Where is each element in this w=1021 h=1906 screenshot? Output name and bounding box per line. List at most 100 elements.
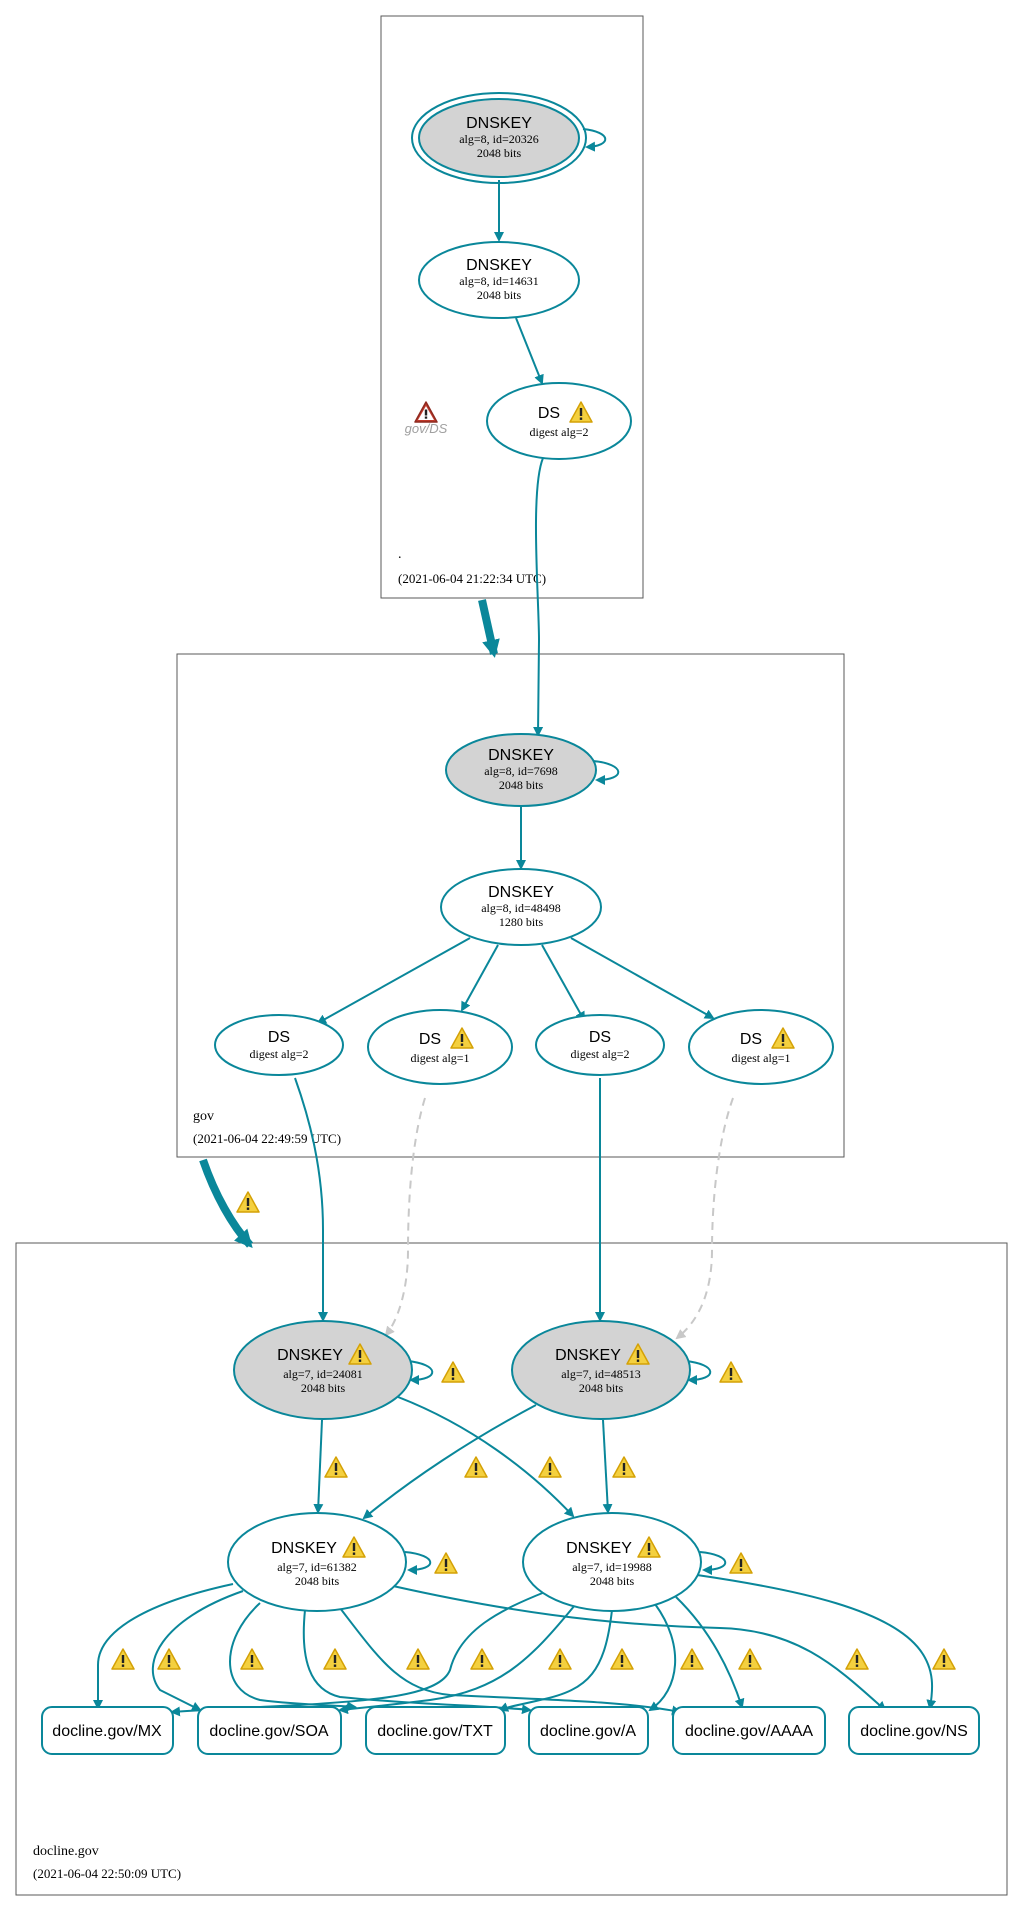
zone-box-root [380, 15, 644, 599]
edge-zsk1-self [404, 1551, 432, 1575]
edge-zsk2-a [648, 1603, 676, 1712]
edge-ksk1-zsk2 [397, 1396, 575, 1518]
edge-zsk1-soa [151, 1590, 244, 1711]
node-root-zsk-line2: 2048 bits [477, 288, 522, 302]
edge-ksk1-self [406, 1360, 434, 1385]
zone-box-gov [176, 653, 845, 1158]
edge-zsk1-mx [93, 1583, 234, 1710]
warning-icon [406, 1648, 430, 1670]
node-gov-ksk-title: DNSKEY [488, 747, 554, 764]
node-root-ksk-outer[interactable] [411, 92, 587, 184]
node-docline-ksk-1-title: DNSKEY [277, 1347, 343, 1364]
rrset-mx-label: docline.gov/MX [52, 1723, 162, 1740]
edge-ksk2-zsk2 [602, 1419, 613, 1514]
warning-icon [845, 1648, 869, 1670]
node-gov-ds-3[interactable] [535, 1014, 665, 1076]
warning-icon [729, 1552, 753, 1574]
zone-timestamp-gov: (2021-06-04 22:49:59 UTC) [193, 1131, 341, 1146]
node-root-zsk[interactable] [418, 241, 580, 319]
zone-name-gov: gov [193, 1109, 214, 1124]
node-gov-ds-1-title: DS [268, 1029, 290, 1046]
zone-timestamp-root: (2021-06-04 21:22:34 UTC) [398, 571, 546, 586]
edge-zsk1-txt [229, 1602, 357, 1712]
rrset-soa[interactable] [197, 1706, 342, 1755]
zone-box-docline [15, 1242, 1008, 1896]
node-root-ds[interactable] [486, 382, 632, 460]
warning-icon [470, 1648, 494, 1670]
warning-icon [236, 1191, 260, 1213]
node-root-zsk-line1: alg=8, id=14631 [459, 274, 539, 288]
edges [93, 128, 937, 1717]
warning-icon [464, 1456, 488, 1478]
node-gov-ds-3-title: DS [589, 1029, 611, 1046]
edge-gov-zsk-ds2 [461, 944, 499, 1012]
edge-gov-ds2-ksk1-dashed [384, 1097, 426, 1337]
node-gov-ds-4-title: DS [740, 1031, 762, 1048]
warning-icon [719, 1361, 743, 1383]
node-docline-zsk-2[interactable] [522, 1512, 702, 1612]
node-gov-ds-2-line1: digest alg=1 [410, 1051, 469, 1065]
node-root-ksk-line2: 2048 bits [477, 146, 522, 160]
node-gov-ksk-line2: 2048 bits [499, 778, 544, 792]
error-icon [414, 401, 438, 423]
node-docline-zsk-1-line2: 2048 bits [295, 1574, 340, 1588]
zone-name-docline: docline.gov [33, 1844, 99, 1859]
delegation-gov-docline [199, 1158, 253, 1248]
warning-icon [240, 1648, 264, 1670]
rrset-txt-label: docline.gov/TXT [377, 1723, 493, 1740]
root-error-label: gov/DS [405, 421, 448, 436]
rrset-soa-label: docline.gov/SOA [209, 1723, 329, 1740]
node-gov-ds-1-line1: digest alg=2 [249, 1047, 308, 1061]
node-docline-zsk-1-title: DNSKEY [271, 1540, 337, 1557]
warning-icon [610, 1648, 634, 1670]
zone-name-root: . [398, 547, 402, 562]
node-docline-ksk-1-line2: 2048 bits [301, 1381, 346, 1395]
node-docline-zsk-1-line1: alg=7, id=61382 [277, 1560, 357, 1574]
edge-zsk2-aaaa [675, 1596, 745, 1709]
node-gov-ds-4[interactable] [688, 1009, 834, 1085]
node-root-ksk[interactable] [418, 98, 580, 178]
node-root-ksk-title: DNSKEY [466, 115, 532, 132]
edge-zsk2-mx [170, 1591, 546, 1717]
node-docline-zsk-1[interactable] [227, 1512, 407, 1612]
node-gov-zsk[interactable] [440, 868, 602, 946]
rrset-aaaa-label: docline.gov/AAAA [685, 1723, 813, 1740]
rrset-aaaa[interactable] [672, 1706, 826, 1755]
edge-gov-ds1-ksk1 [294, 1077, 328, 1322]
node-gov-ksk[interactable] [445, 733, 597, 807]
warning-icon [111, 1648, 135, 1670]
edge-ksk1-zsk1 [313, 1419, 324, 1514]
edge-root-ds-gov-ksk [533, 457, 544, 737]
node-docline-ksk-2-line1: alg=7, id=48513 [561, 1367, 641, 1381]
edge-gov-zsk-ds4 [570, 937, 715, 1019]
node-docline-ksk-2-title: DNSKEY [555, 1347, 621, 1364]
edge-gov-zsk-ds3 [541, 944, 585, 1022]
dashed-edges [384, 1097, 734, 1340]
rrset-ns[interactable] [848, 1706, 980, 1755]
node-gov-ds-1[interactable] [214, 1014, 344, 1076]
edge-root-zsk-ds [515, 317, 544, 385]
node-gov-ds-2[interactable] [367, 1009, 513, 1085]
zone-timestamp-docline: (2021-06-04 22:50:09 UTC) [33, 1866, 181, 1881]
edge-ksk2-zsk1 [362, 1404, 537, 1520]
rrset-a-label: docline.gov/A [540, 1723, 636, 1740]
node-gov-ds-3-line1: digest alg=2 [570, 1047, 629, 1061]
warning-icon [738, 1648, 762, 1670]
node-docline-ksk-1-line1: alg=7, id=24081 [283, 1367, 363, 1381]
edge-zsk2-self [699, 1551, 727, 1575]
node-gov-zsk-line1: alg=8, id=48498 [481, 901, 561, 915]
rrset-a[interactable] [528, 1706, 649, 1755]
warning-icon [548, 1648, 572, 1670]
edge-zsk2-ns [696, 1574, 937, 1710]
rrset-txt[interactable] [365, 1706, 506, 1755]
warning-icon [434, 1552, 458, 1574]
node-docline-ksk-1[interactable] [233, 1320, 413, 1420]
node-docline-ksk-2[interactable] [511, 1320, 691, 1420]
edge-zsk1-aaaa [339, 1607, 682, 1716]
rrset-mx[interactable] [41, 1706, 174, 1755]
node-gov-ds-2-title: DS [419, 1031, 441, 1048]
edge-gov-zsk-ds1 [316, 937, 471, 1024]
node-root-ds-title: DS [538, 405, 560, 422]
edge-gov-ds4-ksk2-dashed [675, 1097, 734, 1340]
